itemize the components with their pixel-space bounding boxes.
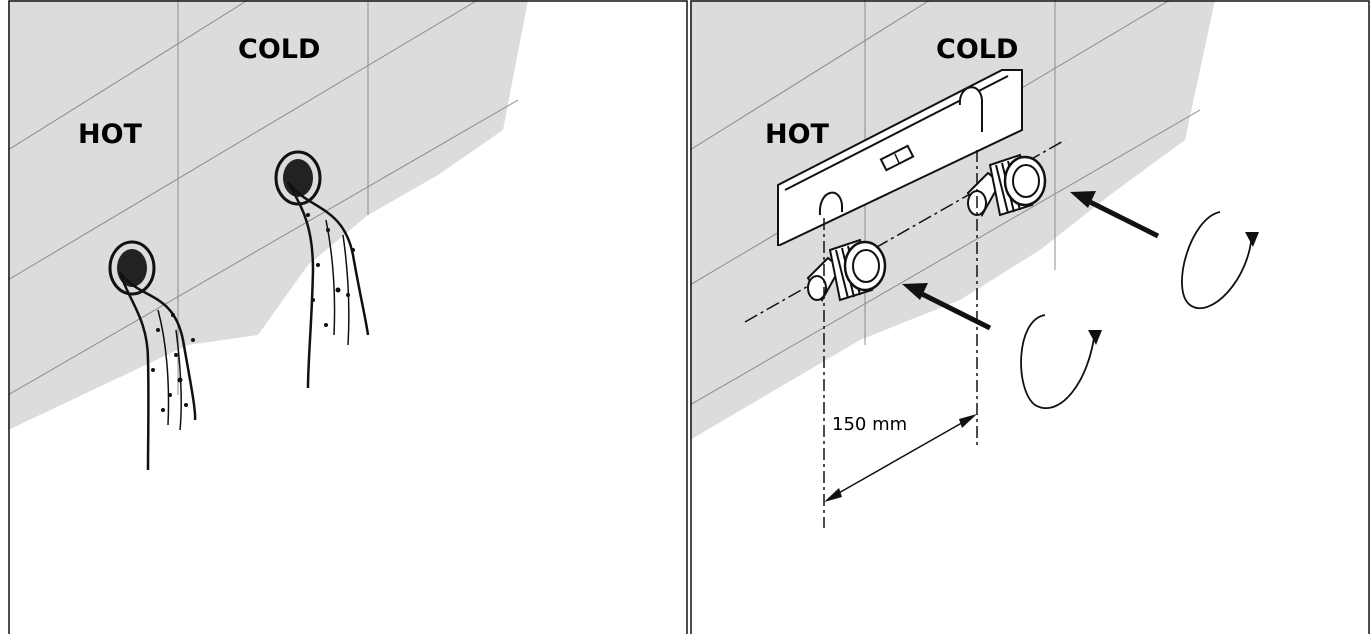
wall-tiles (690, 0, 1215, 440)
left-illustration: HOT COLD (8, 0, 688, 634)
left-panel: HOT COLD (8, 0, 688, 634)
right-illustration: 150 mm HOT COLD (690, 0, 1370, 634)
hot-label: HOT (765, 119, 830, 150)
mounting-bracket (777, 69, 1023, 246)
rotate-arrow-lower-icon (1020, 314, 1102, 410)
cold-label: COLD (238, 34, 320, 65)
wall-tiles (8, 0, 528, 430)
cold-fitting (966, 153, 1047, 217)
cold-label: COLD (936, 34, 1018, 65)
panel-border (8, 0, 688, 634)
panel-border (690, 0, 1370, 634)
right-panel: 150 mm HOT COLD (690, 0, 1370, 634)
dimension-arrow (824, 414, 977, 502)
hot-label: HOT (78, 119, 143, 150)
hot-pipe-opening (108, 240, 197, 471)
rotate-arrow-upper-icon (1181, 211, 1259, 310)
cold-pipe-opening (274, 150, 370, 389)
tile-grid (8, 0, 519, 396)
dimension-label: 150 mm (832, 414, 907, 435)
insert-arrow-cold (1070, 191, 1160, 239)
hot-fitting (806, 238, 887, 302)
insert-arrow-hot (902, 283, 992, 331)
